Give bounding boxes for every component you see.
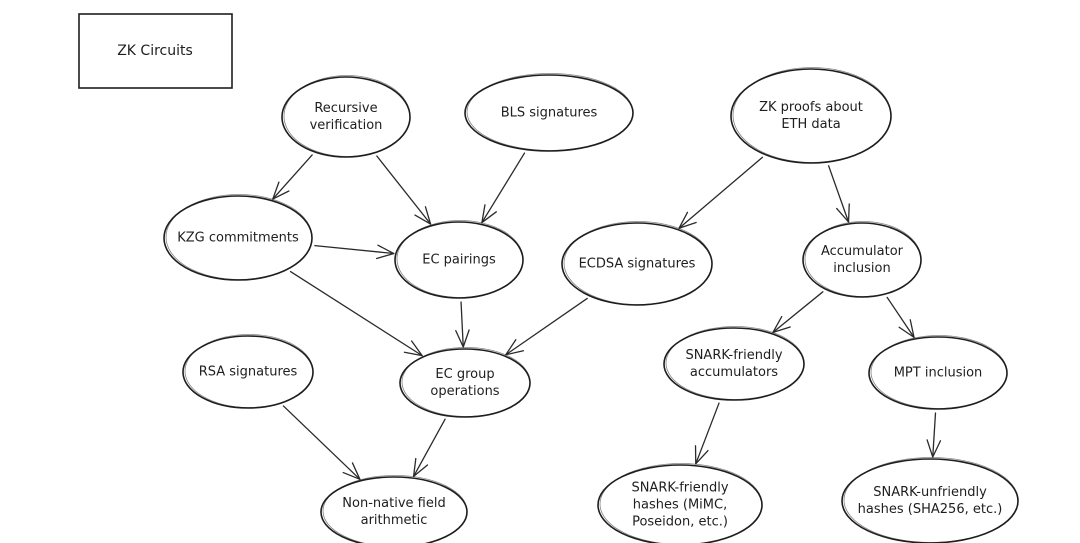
edge-zkproofs-to-ecdsa bbox=[678, 156, 764, 229]
node-ellipse-sketch bbox=[322, 475, 468, 543]
node-label: SNARK-unfriendly bbox=[873, 485, 987, 500]
arrowhead-icon bbox=[455, 329, 470, 348]
node-ellipse-sketch bbox=[184, 334, 314, 408]
arrowhead-icon bbox=[414, 206, 432, 225]
node-label: MPT inclusion bbox=[894, 366, 983, 381]
edge-line bbox=[460, 301, 464, 348]
node-ellipse-sketch bbox=[804, 221, 922, 297]
node-nonnative: Non-native field arithmetic bbox=[320, 475, 468, 543]
edge-line bbox=[827, 165, 850, 223]
node-ellipse-sketch bbox=[599, 463, 763, 543]
node-ellipse-sketch bbox=[870, 335, 1008, 409]
edge-line bbox=[678, 156, 764, 229]
title-label: ZK Circuits bbox=[117, 43, 193, 59]
node-label: RSA signatures bbox=[199, 365, 298, 380]
node-bls: BLS signatures bbox=[464, 73, 634, 152]
edge-ecdsa-to-ecgroup bbox=[505, 297, 588, 356]
edge-line bbox=[505, 297, 588, 356]
edge-kzg-to-ecpairings bbox=[314, 244, 395, 260]
node-ecgroup: EC group operations bbox=[399, 347, 531, 418]
edge-kzg-to-ecgroup bbox=[289, 270, 423, 357]
node-recursive: Recursive verification bbox=[281, 75, 411, 158]
edge-accumulator-to-mpt bbox=[886, 296, 915, 339]
node-label: SNARK-friendly bbox=[685, 348, 782, 363]
edge-rsa-to-nonnative bbox=[282, 405, 361, 480]
node-label: ZK proofs about bbox=[759, 100, 863, 115]
arrowhead-icon bbox=[375, 244, 395, 260]
arrowhead-icon bbox=[898, 319, 915, 339]
edge-accumulator-to-snarkacc bbox=[772, 291, 824, 333]
arrowhead-icon bbox=[403, 340, 423, 357]
node-snarkhash: SNARK-friendly hashes (MiMC, Poseidon, etc… bbox=[597, 463, 763, 543]
arrowhead-icon bbox=[342, 462, 361, 480]
node-label: arithmetic bbox=[361, 513, 428, 528]
node-label: ECDSA signatures bbox=[579, 257, 696, 272]
node-label: verification bbox=[310, 118, 383, 133]
node-accumulator: Accumulator inclusion bbox=[802, 221, 922, 298]
node-label: Non-native field bbox=[342, 496, 445, 511]
title-box-border bbox=[78, 13, 233, 89]
edge-line bbox=[886, 296, 915, 339]
title-box: ZK Circuits bbox=[78, 13, 233, 89]
nodes-layer: Recursive verification BLS signatures ZK pr… bbox=[163, 67, 1019, 543]
node-label: EC group bbox=[435, 367, 494, 382]
edge-line bbox=[376, 155, 432, 225]
edge-line bbox=[481, 152, 526, 224]
edge-line bbox=[412, 418, 446, 478]
node-label: BLS signatures bbox=[501, 106, 598, 121]
edge-bls-to-ecpairings bbox=[481, 152, 526, 224]
edge-mpt-to-unfriendly bbox=[926, 412, 942, 458]
node-label: ETH data bbox=[781, 117, 840, 132]
node-label: Recursive bbox=[314, 101, 377, 116]
node-ellipse-sketch bbox=[732, 67, 892, 163]
edge-line bbox=[289, 270, 423, 357]
node-label: accumulators bbox=[690, 365, 778, 380]
edge-line bbox=[272, 154, 313, 200]
edges-layer bbox=[272, 152, 942, 480]
node-kzg: KZG commitments bbox=[163, 194, 313, 281]
edge-zkproofs-to-accumulator bbox=[827, 165, 850, 223]
node-rsa: RSA signatures bbox=[182, 334, 314, 409]
edge-line bbox=[282, 405, 361, 480]
node-ellipse-sketch bbox=[165, 194, 313, 280]
node-label: inclusion bbox=[833, 261, 890, 276]
node-ellipse-sketch bbox=[396, 220, 524, 298]
node-label: KZG commitments bbox=[177, 231, 299, 246]
node-label: operations bbox=[430, 384, 499, 399]
arrowhead-icon bbox=[836, 203, 850, 223]
edge-ecpairings-to-ecgroup bbox=[455, 301, 470, 348]
node-label: hashes (SHA256, etc.) bbox=[858, 502, 1003, 517]
edge-line bbox=[932, 412, 937, 458]
node-label: hashes (MiMC, bbox=[633, 498, 727, 513]
node-ecdsa: ECDSA signatures bbox=[561, 221, 713, 306]
edge-recursive-to-kzg bbox=[272, 154, 313, 200]
arrowhead-icon bbox=[926, 439, 942, 458]
edge-line bbox=[772, 291, 824, 333]
node-mpt: MPT inclusion bbox=[868, 335, 1008, 410]
node-ellipse-sketch bbox=[401, 347, 531, 417]
node-unfriendly: SNARK-unfriendly hashes (SHA256, etc.) bbox=[841, 457, 1019, 543]
edge-line bbox=[314, 245, 395, 255]
node-ecpairings: EC pairings bbox=[394, 220, 524, 299]
edge-ecgroup-to-nonnative bbox=[412, 418, 446, 478]
node-ellipse-sketch bbox=[563, 221, 713, 305]
node-label: EC pairings bbox=[422, 253, 496, 268]
node-label: Accumulator bbox=[821, 244, 904, 259]
node-label: SNARK-friendly bbox=[631, 481, 728, 496]
edge-line bbox=[695, 402, 720, 465]
edge-snarkacc-to-snarkhash bbox=[694, 402, 720, 465]
node-snarkacc: SNARK-friendly accumulators bbox=[663, 326, 805, 401]
edge-recursive-to-ecpairings bbox=[376, 155, 432, 225]
node-label: Poseidon, etc.) bbox=[632, 515, 728, 530]
node-ellipse-sketch bbox=[665, 326, 805, 400]
node-ellipse-sketch bbox=[283, 75, 411, 157]
node-ellipse-sketch bbox=[466, 73, 634, 151]
